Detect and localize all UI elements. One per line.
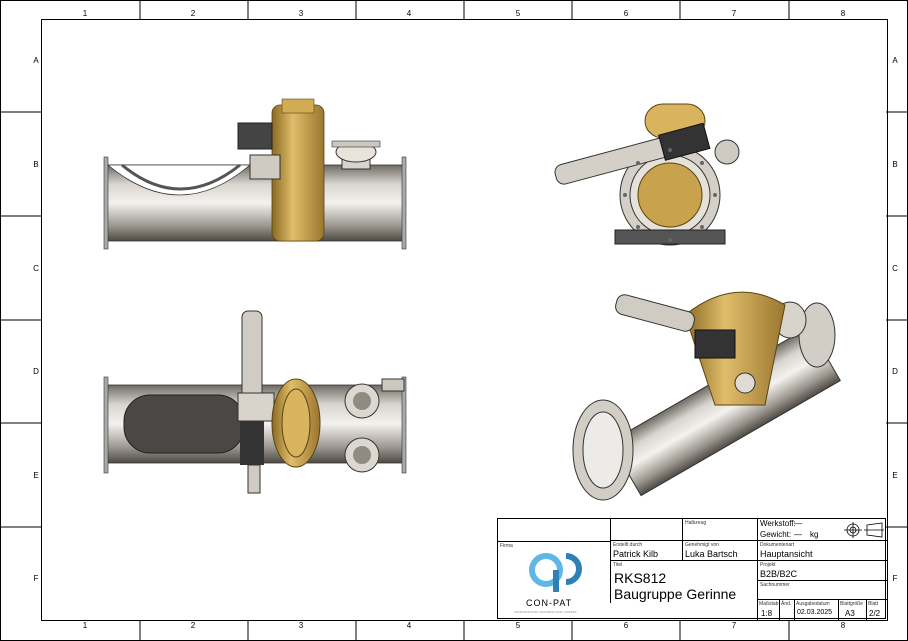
sachnummer-cell: Sachnummer (757, 581, 887, 599)
col-top-1: 1 (82, 9, 88, 18)
ausgabe-label: Ausgabedatum (796, 601, 830, 607)
logo-sub: KONSTRUKTION • ENTWICKLUNG • PATENT (514, 610, 577, 614)
werkstoff-label: Werkstoff: (760, 519, 796, 528)
row-right-F: F (892, 574, 898, 583)
col-bottom-5: 5 (515, 621, 521, 630)
row-left-B: B (33, 160, 39, 169)
col-bottom-3: 3 (298, 621, 304, 630)
blatt-label: Blatt (868, 601, 879, 607)
gewicht-label: Gewicht: (760, 530, 792, 539)
col-bottom-4: 4 (406, 621, 412, 630)
col-top-8: 8 (840, 9, 846, 18)
firma-cell: Firma CON-PAT KONSTRUKTION • ENTWICKLUNG… (498, 541, 610, 620)
massstab-value: 1:8 (761, 609, 773, 618)
blatt-cell: Blatt 2/2 (866, 599, 887, 620)
sachnummer-label: Sachnummer (760, 582, 790, 588)
blattgroesse-value: A3 (845, 609, 855, 618)
side-view (554, 103, 740, 246)
projekt-label: Projekt (760, 562, 776, 568)
massstab-cell: Maßstab 1:8 (757, 599, 779, 620)
erstellt-cell: Erstellt durch Patrick Kilb (610, 541, 682, 561)
erstellt-value: Patrick Kilb (613, 549, 659, 559)
top-view (103, 310, 407, 494)
genehmigt-cell: Genehmigt von Luka Bartsch (682, 541, 757, 561)
row-left-F: F (33, 574, 39, 583)
blattgroesse-cell: Blattgröße A3 (838, 599, 866, 620)
massstab-label: Maßstab (759, 601, 779, 607)
row-left-D: D (33, 367, 39, 376)
col-top-7: 7 (731, 9, 737, 18)
dokumentart-label: Dokumentenart (760, 542, 795, 548)
row-left-A: A (33, 56, 39, 65)
col-top-5: 5 (515, 9, 521, 18)
genehmigt-value: Luka Bartsch (685, 549, 738, 559)
row-left-E: E (33, 471, 39, 480)
col-top-2: 2 (190, 9, 196, 18)
blattgroesse-label: Blattgröße (840, 601, 864, 607)
first-angle-projection-icon (844, 522, 884, 538)
row-right-B: B (892, 160, 898, 169)
col-bottom-1: 1 (82, 621, 88, 630)
aend-label: Änd. (781, 601, 792, 607)
projekt-value: B2B/B2C (760, 569, 798, 579)
row-right-E: E (892, 471, 898, 480)
col-top-6: 6 (623, 9, 629, 18)
erstellt-label: Erstellt durch (613, 542, 643, 548)
front-view (103, 98, 407, 250)
col-bottom-2: 2 (190, 621, 196, 630)
row-right-C: C (892, 264, 898, 273)
row1-left-line (610, 519, 682, 541)
genehmigt-label: Genehmigt von (685, 542, 719, 548)
titel-line1: RKS812 (614, 570, 667, 586)
row-right-A: A (892, 56, 898, 65)
dokumentart-cell: Dokumentenart Hauptansicht (757, 541, 887, 561)
ausgabe-cell: Ausgabedatum 02.03.2025 (794, 599, 838, 620)
col-bottom-7: 7 (731, 621, 737, 630)
col-top-4: 4 (406, 9, 412, 18)
titel-line2: Baugruppe Gerinne (614, 586, 737, 602)
titel-label: Titel (613, 562, 623, 568)
projekt-cell: Projekt B2B/B2C (757, 561, 887, 581)
dokumentart-value: Hauptansicht (760, 549, 813, 559)
ausgabe-value: 02.03.2025 (797, 609, 833, 616)
werkstoff-value: — (794, 519, 802, 528)
gewicht-unit: kg (810, 530, 819, 539)
con-pat-logo-icon (529, 552, 582, 592)
title-block: Halbzeug Werkstoff: — Gewicht: — kg Firm… (497, 518, 887, 620)
aend-cell: Änd. (779, 599, 794, 620)
row-left-C: C (33, 264, 39, 273)
isometric-view (572, 291, 841, 501)
werkstoff-cell: Werkstoff: — Gewicht: — kg (757, 519, 887, 541)
col-top-3: 3 (298, 9, 304, 18)
halbzeug-cell: Halbzeug (682, 519, 757, 541)
blatt-value: 2/2 (869, 609, 881, 618)
logo-text: CON-PAT (526, 598, 573, 608)
col-bottom-6: 6 (623, 621, 629, 630)
row-right-D: D (892, 367, 898, 376)
col-bottom-8: 8 (840, 621, 846, 630)
halbzeug-label: Halbzeug (685, 520, 707, 526)
gewicht-value: — (794, 530, 802, 539)
titel-cell: Titel RKS812 Baugruppe Gerinne (610, 561, 757, 603)
firma-label: Firma (500, 543, 513, 549)
